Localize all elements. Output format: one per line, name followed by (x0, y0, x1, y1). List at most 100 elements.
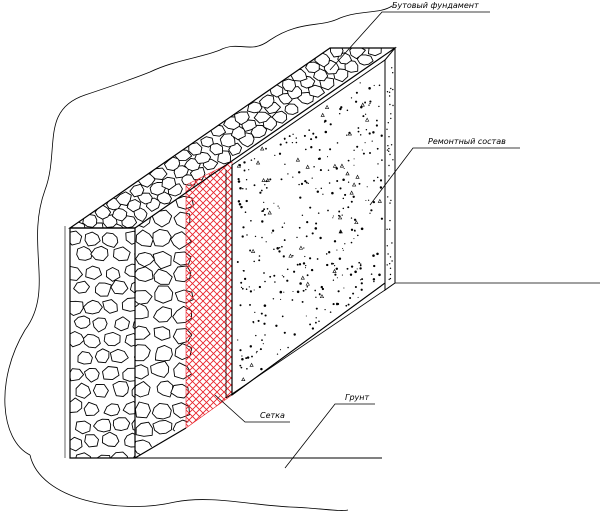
stone (92, 317, 108, 333)
speckle (301, 214, 304, 217)
stone (172, 437, 190, 456)
speckle (332, 303, 335, 306)
stone (172, 459, 191, 477)
stone (154, 455, 171, 458)
speckle (281, 245, 283, 248)
stone (114, 316, 130, 332)
speckle (318, 148, 321, 151)
stone (153, 268, 173, 285)
speckle (354, 100, 358, 103)
stone (75, 382, 92, 399)
stone (73, 280, 90, 294)
speckle (392, 88, 394, 91)
speckle (272, 298, 275, 300)
speckle (391, 67, 393, 69)
stone (129, 183, 145, 198)
speckle (333, 240, 337, 243)
speckle (359, 267, 362, 270)
speckle (391, 260, 393, 262)
speckle (390, 117, 392, 120)
speckle (357, 234, 359, 237)
speckle (319, 294, 325, 299)
speckle (392, 104, 394, 107)
speckle (367, 199, 370, 201)
speckle (284, 163, 286, 166)
speckle (332, 217, 334, 219)
speckle (369, 212, 371, 214)
stone (153, 306, 172, 323)
speckle (309, 323, 312, 326)
speckle (310, 146, 313, 149)
speckle (350, 241, 353, 244)
speckle (307, 182, 309, 185)
speckle (239, 349, 242, 352)
speckle (311, 232, 314, 235)
speckle (275, 324, 278, 327)
speckle (260, 367, 263, 371)
speckle (329, 311, 332, 313)
speckle (361, 278, 364, 281)
stone (124, 432, 135, 448)
speckle (245, 188, 247, 190)
speckle (315, 321, 317, 324)
speckle (359, 264, 362, 267)
speckle (373, 280, 375, 283)
stone (152, 228, 172, 247)
speckle (375, 119, 378, 122)
speckle (372, 200, 376, 204)
speckle (357, 296, 359, 298)
speckle (301, 300, 304, 303)
speckle (249, 303, 251, 306)
speckle (248, 286, 250, 288)
speckle (245, 179, 248, 181)
speckle (389, 153, 391, 156)
speckle (347, 206, 350, 209)
speckle (296, 290, 300, 294)
speckle (255, 160, 261, 165)
speckle (305, 281, 310, 286)
speckle (253, 260, 255, 263)
speckle (338, 257, 342, 260)
speckle (249, 345, 253, 348)
speckle (258, 285, 262, 289)
speckle (372, 254, 375, 257)
speckle (390, 113, 392, 115)
speckle (390, 199, 392, 202)
speckle (353, 164, 355, 166)
speckle (380, 217, 384, 220)
speckle (255, 334, 257, 337)
speckle (356, 145, 359, 148)
stone (105, 267, 121, 282)
speckle (292, 176, 294, 178)
speckle (328, 182, 331, 184)
speckle (373, 264, 376, 268)
speckle (295, 157, 301, 162)
speckle (330, 262, 334, 265)
speckle (315, 222, 318, 225)
speckle (319, 236, 322, 240)
speckle (377, 163, 379, 165)
speckle (263, 201, 265, 204)
speckle (350, 200, 353, 203)
speckle (389, 263, 391, 265)
speckle (358, 261, 361, 264)
speckle (346, 134, 348, 136)
speckle (258, 255, 261, 257)
speckle (304, 179, 307, 183)
speckle (303, 247, 305, 249)
speckle (251, 355, 253, 358)
repair-compound-speckles (236, 67, 394, 382)
stone (150, 360, 170, 378)
speckle (282, 255, 285, 258)
speckle (265, 177, 270, 182)
speckle (332, 268, 337, 273)
speckle (260, 312, 263, 315)
speckle (306, 285, 309, 288)
speckle (336, 277, 338, 279)
label-repair-compound: Ремонтный состав (428, 137, 506, 146)
speckle (267, 210, 272, 215)
speckle (337, 290, 340, 293)
speckle (315, 296, 317, 298)
speckle (313, 165, 315, 168)
